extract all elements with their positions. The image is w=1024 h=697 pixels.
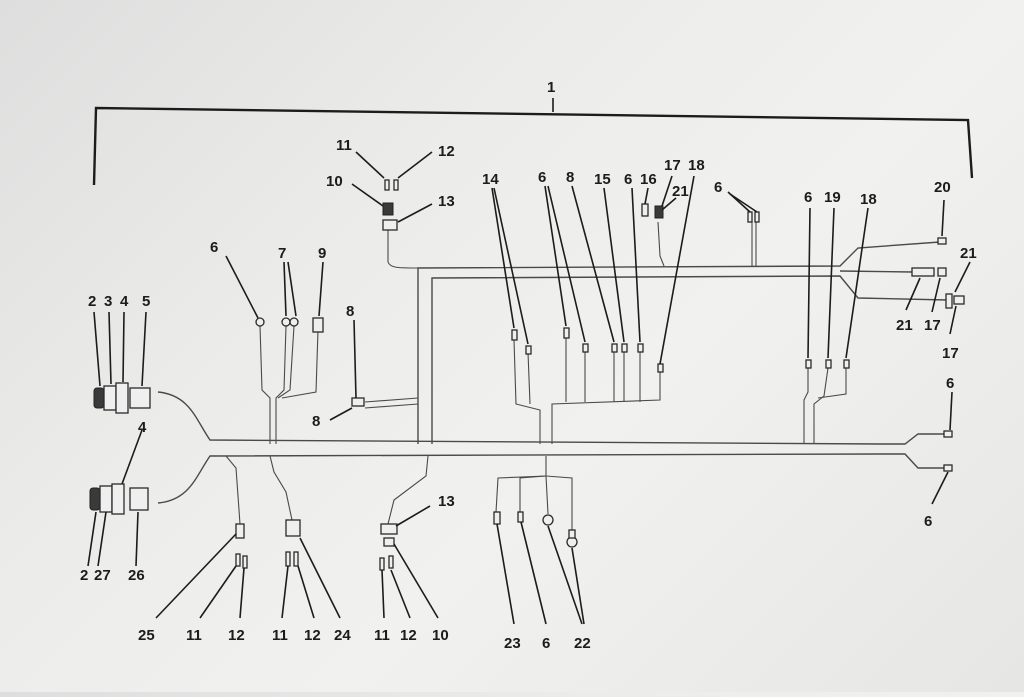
callout-19: 19: [824, 189, 841, 206]
callout-25: 25: [138, 627, 155, 644]
callout-12: 12: [304, 627, 321, 644]
callout-11: 11: [272, 627, 288, 644]
callout-11: 11: [186, 627, 202, 644]
callout-numbers: 11 12 10 13 6 7 9 8 8 2 3 4 5 4 2 27 26 …: [80, 137, 977, 652]
callout-10: 10: [432, 627, 449, 644]
terminals: [235, 179, 965, 571]
assembly-label: 1: [547, 79, 555, 96]
callout-3: 3: [104, 293, 112, 310]
callout-24: 24: [334, 627, 351, 644]
callout-12: 12: [228, 627, 245, 644]
callout-8: 8: [312, 413, 320, 430]
callout-5: 5: [142, 293, 150, 310]
callout-8: 8: [346, 303, 354, 320]
callout-21: 21: [960, 245, 977, 262]
callout-6: 6: [210, 239, 218, 256]
callout-15: 15: [594, 171, 611, 188]
callout-21: 21: [672, 183, 689, 200]
callout-26: 26: [128, 567, 145, 584]
callout-6: 6: [624, 171, 632, 188]
callout-17: 17: [942, 345, 959, 362]
assembly-bracket: 1: [92, 79, 974, 186]
callout-27: 27: [94, 567, 111, 584]
callout-12: 12: [438, 143, 455, 160]
callout-9: 9: [318, 245, 326, 262]
callout-22: 22: [574, 635, 591, 652]
leader-lines: [87, 151, 971, 625]
callout-20: 20: [934, 179, 951, 196]
harness-wires: [157, 220, 949, 530]
callout-7: 7: [278, 245, 286, 262]
callout-4: 4: [120, 293, 129, 310]
callout-23: 23: [504, 635, 521, 652]
callout-4: 4: [138, 419, 147, 436]
left-connector-lower: [89, 483, 149, 515]
callout-21: 21: [896, 317, 913, 334]
callout-17: 17: [924, 317, 941, 334]
callout-10: 10: [326, 173, 343, 190]
callout-6: 6: [946, 375, 954, 392]
callout-6: 6: [538, 169, 546, 186]
callout-11: 11: [374, 627, 390, 644]
callout-11: 11: [336, 137, 352, 154]
callout-18: 18: [688, 157, 705, 174]
callout-2: 2: [88, 293, 96, 310]
left-connector-upper: [93, 382, 151, 414]
callout-6: 6: [924, 513, 932, 530]
callout-6: 6: [542, 635, 550, 652]
callout-17: 17: [664, 157, 681, 174]
callout-16: 16: [640, 171, 657, 188]
callout-14: 14: [482, 171, 499, 188]
callout-6: 6: [714, 179, 722, 196]
callout-13: 13: [438, 193, 455, 210]
callout-6: 6: [804, 189, 812, 206]
callout-2: 2: [80, 567, 88, 584]
callout-8: 8: [566, 169, 574, 186]
callout-13: 13: [438, 493, 455, 510]
callout-12: 12: [400, 627, 417, 644]
callout-18: 18: [860, 191, 877, 208]
